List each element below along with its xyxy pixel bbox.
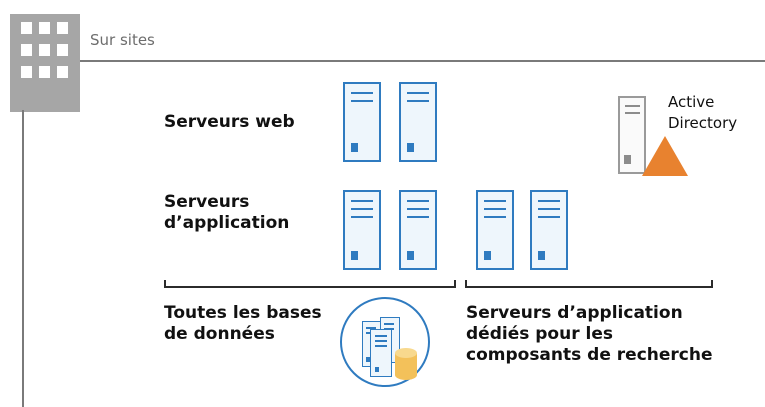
web-server-icon	[399, 82, 437, 162]
database-server-icon	[340, 297, 430, 387]
site-label: Sur sites	[90, 31, 155, 49]
active-directory-icon	[642, 136, 688, 176]
application-server-icon	[343, 190, 381, 270]
databases-bracket	[164, 280, 456, 288]
application-servers-label: Serveurs d’application	[164, 192, 290, 233]
application-server-icon	[399, 190, 437, 270]
databases-label: Toutes les bases de données	[164, 303, 322, 344]
search-bracket	[465, 280, 713, 288]
active-directory-label: Active Directory	[668, 93, 738, 132]
search-server-icon	[476, 190, 514, 270]
web-server-icon	[343, 82, 381, 162]
database-icon	[395, 348, 417, 380]
active-directory-server-icon	[618, 96, 646, 174]
building-icon	[10, 14, 80, 112]
header-divider	[80, 60, 765, 62]
search-server-icon	[530, 190, 568, 270]
search-servers-label: Serveurs d’application dédiés pour les c…	[466, 303, 713, 365]
web-servers-label: Serveurs web	[164, 112, 295, 132]
site-vertical-line	[22, 110, 24, 407]
